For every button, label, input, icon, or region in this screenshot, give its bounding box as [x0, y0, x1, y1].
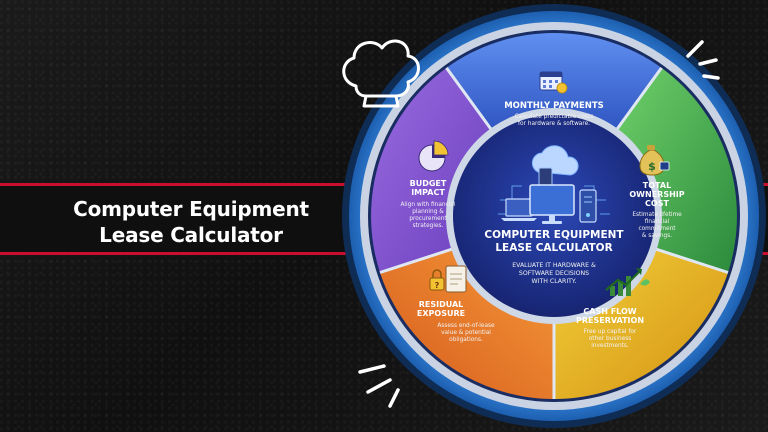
center-subtitle-line-3: WITH CLARITY.: [532, 278, 577, 285]
document-lock-icon: ?: [429, 265, 467, 293]
center-subtitle-line-1: EVALUATE IT HARDWARE &: [512, 262, 596, 269]
calendar-icon: [539, 71, 568, 94]
sparkle-lines-bottom-left-icon: [358, 364, 400, 408]
ownership-title-2: OWNERSHIP: [629, 190, 684, 199]
budget-desc-1: Align with financial: [400, 202, 455, 208]
svg-text:?: ?: [435, 281, 440, 290]
cash-flow-desc-3: investments.: [591, 343, 629, 349]
title-line-1: Computer Equipment: [73, 197, 309, 221]
center-title-line-1: COMPUTER EQUIPMENT: [484, 229, 624, 241]
svg-text:$: $: [648, 160, 656, 173]
budget-title-1: BUDGET: [410, 179, 447, 188]
sparkle-lines-top-right-icon: [686, 40, 720, 80]
cash-flow-title-1: CASH FLOW: [583, 307, 636, 316]
budget-title-2: IMPACT: [411, 188, 445, 197]
growth-chart-icon: [605, 268, 650, 296]
title-line-2: Lease Calculator: [99, 223, 283, 247]
pie-chart-icon: [418, 140, 449, 172]
center-title-line-2: LEASE CALCULATOR: [495, 242, 612, 254]
ownership-title-3: COST: [645, 199, 669, 208]
monthly-payments-desc-2: for hardware & software.: [518, 121, 590, 127]
budget-desc-2: planning &: [412, 209, 444, 215]
ownership-desc-2: financial: [645, 219, 670, 225]
computer-equipment-icon: [498, 145, 610, 224]
page-title: Computer Equipment Lease Calculator: [56, 190, 326, 254]
cash-flow-desc-1: Free up capital for: [584, 329, 637, 335]
cash-flow-title-2: PRESERVATION: [576, 316, 644, 325]
ownership-desc-3: commitment: [638, 226, 676, 232]
ownership-desc-4: & savings.: [642, 233, 672, 239]
residual-desc-1: Assess end-of-lease: [437, 323, 495, 329]
residual-desc-3: obligations.: [449, 337, 483, 343]
ownership-desc-1: Estimate lifetime: [632, 212, 682, 218]
residual-title-1: RESIDUAL: [419, 300, 464, 309]
center-subtitle-line-2: SOFTWARE DECISIONS: [519, 270, 589, 277]
segment-dividers: [379, 67, 729, 399]
segment-cash-flow-preservation: [554, 249, 728, 399]
cash-flow-desc-2: other business: [589, 336, 632, 342]
budget-desc-4: strategies.: [413, 223, 444, 229]
monthly-payments-desc-1: Calculate predictable costs: [515, 114, 593, 120]
residual-title-2: EXPOSURE: [417, 309, 465, 318]
ownership-title-1: TOTAL: [643, 181, 671, 190]
chef-hat-doodle-icon: [342, 39, 420, 108]
monthly-payments-title: MONTHLY PAYMENTS: [504, 101, 604, 111]
segment-residual-exposure: [380, 249, 554, 399]
residual-desc-2: value & potential: [441, 330, 491, 336]
budget-desc-3: procurement: [409, 216, 447, 222]
segment-total-ownership-cost: [616, 67, 737, 273]
money-bag-icon: $: [639, 145, 670, 176]
